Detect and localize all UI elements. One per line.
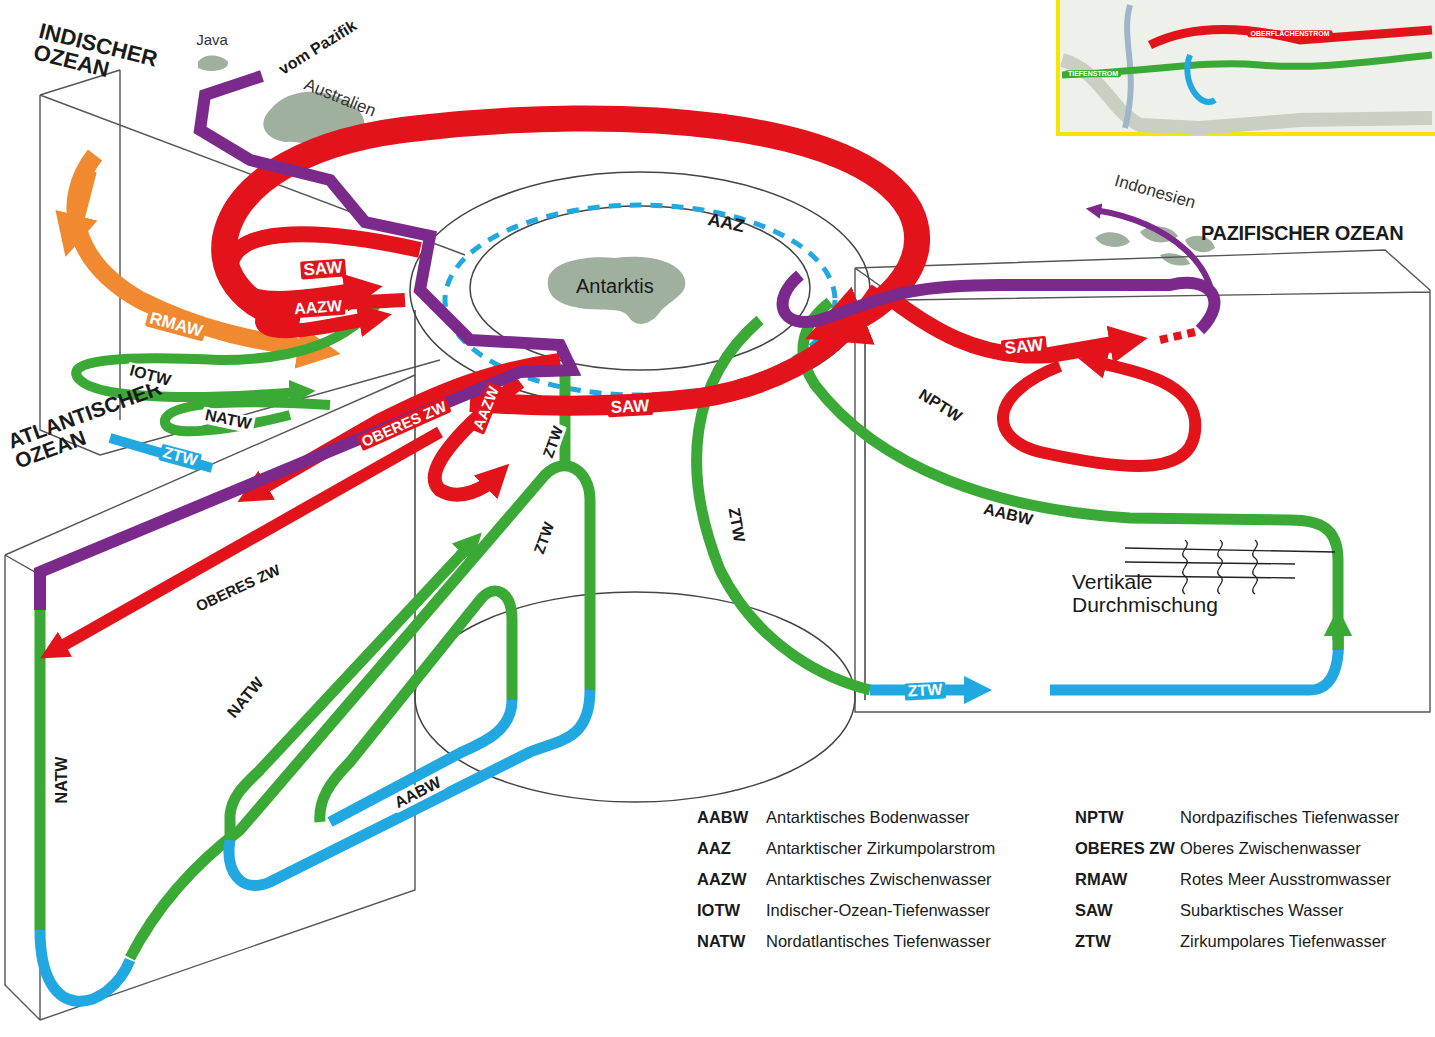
flow-label: OBERES ZW xyxy=(191,560,285,615)
legend-abbreviation: RMAW xyxy=(1075,870,1127,888)
place-name: Java xyxy=(196,32,228,48)
place-name: Australien xyxy=(302,76,379,121)
legend-description: Subarktisches Wasser xyxy=(1180,901,1344,919)
flow-label: NATW xyxy=(223,672,270,723)
flow-origin: vom Pazifik xyxy=(274,16,363,80)
legend-abbreviation: SAW xyxy=(1075,901,1113,919)
flow-label: SAW xyxy=(1001,336,1047,358)
node-heading: PAZIFISCHER OZEAN xyxy=(1201,223,1403,243)
flow-label: SAW xyxy=(300,259,346,280)
pacific-ocean-box: PAZIFISCHER OZEAN xyxy=(855,215,1433,715)
legend-abbreviation: AAZW xyxy=(697,870,746,888)
node-heading: Antarktis xyxy=(576,276,654,296)
flow-label: ZTW xyxy=(904,682,945,701)
flow-label: AABW xyxy=(979,500,1037,530)
indian-ocean-box: INDISCHER OZEAN xyxy=(40,18,470,458)
flow-label: SAW xyxy=(607,397,653,417)
inset-label: OBERFLÄCHENSTROM xyxy=(1248,30,1333,37)
flow-label: NPTW xyxy=(913,385,967,427)
flow-label: NATW xyxy=(200,406,255,433)
legend-description: Antarktisches Bodenwasser xyxy=(766,808,970,826)
flow-label: OBERES ZW xyxy=(357,397,452,451)
circumpolar-ring: AAZ Antarktis xyxy=(410,172,870,408)
flow-label: RMAW xyxy=(145,309,207,342)
legend-description: Antarktisches Zwischenwasser xyxy=(766,870,992,888)
legend-description: Rotes Meer Ausstromwasser xyxy=(1180,870,1391,888)
legend-description: Nordpazifisches Tiefenwasser xyxy=(1180,808,1399,826)
flow-label: ZTW xyxy=(539,421,567,463)
flow-label: NATW xyxy=(54,754,71,807)
legend-abbreviation: ZTW xyxy=(1075,932,1111,950)
flow-label: ZTW xyxy=(724,504,748,547)
flow-label: AAZW xyxy=(469,381,503,434)
node-heading: INDISCHER OZEAN xyxy=(31,20,187,99)
legend-abbreviation: AABW xyxy=(697,808,748,826)
legend-abbreviation: OBERES ZW xyxy=(1075,839,1175,857)
legend-abbreviation: IOTW xyxy=(697,901,740,919)
legend-description: Indischer-Ozean-Tiefenwasser xyxy=(766,901,990,919)
legend-abbreviation: NATW xyxy=(697,932,745,950)
flow-label: ZTW xyxy=(530,517,558,559)
flow-label: ZTW xyxy=(158,444,202,471)
place-name: Indonesien xyxy=(1110,171,1201,213)
legend-abbreviation: NPTW xyxy=(1075,808,1124,826)
legend-description: Nordatlantisches Tiefenwasser xyxy=(766,932,991,950)
annotation: Vertikale Durchmischung xyxy=(1072,570,1252,616)
legend-description: Oberes Zwischenwasser xyxy=(1180,839,1361,857)
atlantic-ocean-box: ATLANTISCHER OZEAN xyxy=(5,380,425,1020)
antarctica-landmass: Antarktis xyxy=(540,250,690,330)
legend-description: Antarktischer Zirkumpolarstrom xyxy=(766,839,995,857)
flow-label: AABW xyxy=(389,773,446,813)
legend-abbreviation: AAZ xyxy=(697,839,731,857)
legend-description: Zirkumpolares Tiefenwasser xyxy=(1180,932,1386,950)
node-heading: ATLANTISCHER OZEAN xyxy=(5,377,170,471)
node-heading: AAZ xyxy=(706,210,746,235)
inset-label: TIEFENSTROM xyxy=(1065,70,1121,77)
flow-label: AAZW xyxy=(290,298,345,319)
